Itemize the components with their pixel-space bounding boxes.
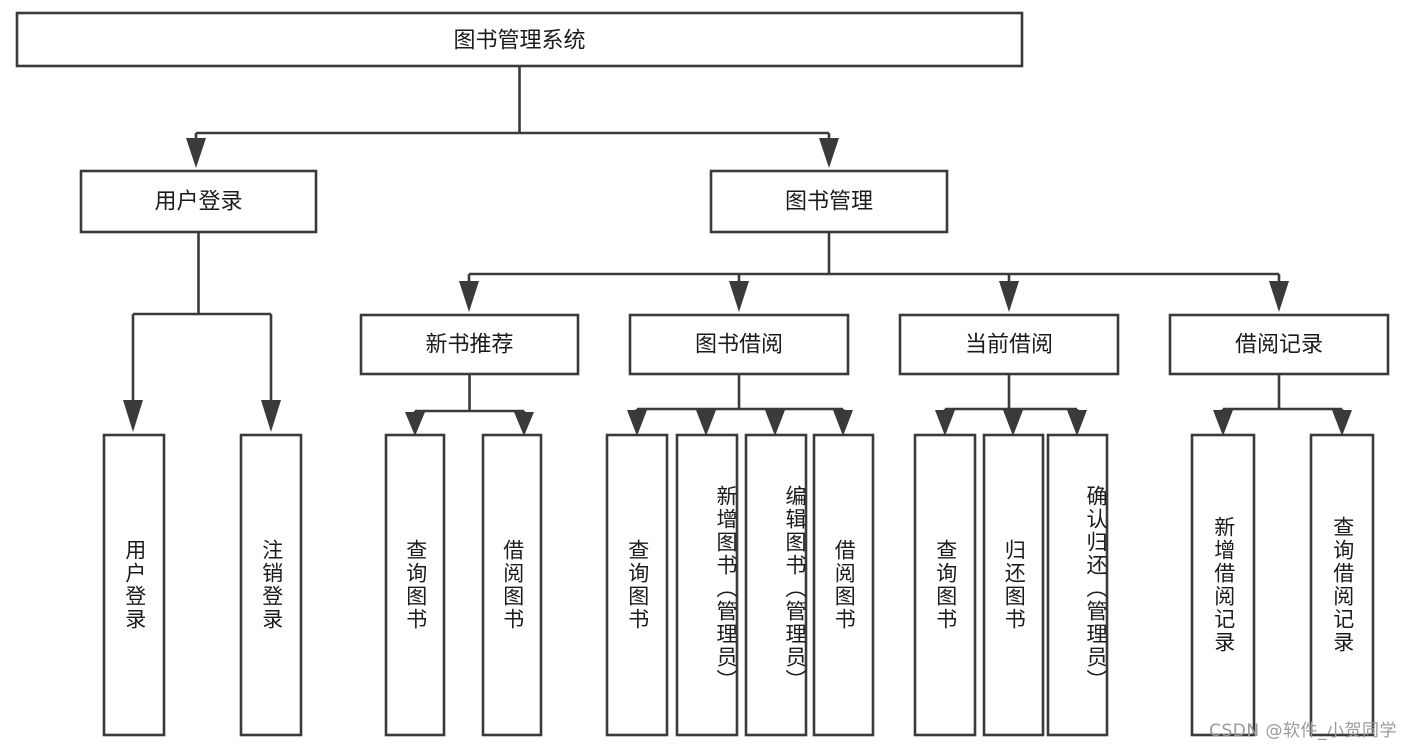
- leaf-box-logout: [239, 433, 303, 737]
- arrow-bookmgmt-c1-icon: [459, 281, 479, 312]
- leaf-box-query-book-1: [384, 433, 446, 737]
- arrow-root-to-login-icon: [186, 138, 206, 168]
- arrow-root-to-bookmgmt-icon: [819, 138, 839, 168]
- node-current-borrow-box: [898, 313, 1120, 376]
- node-current-borrow: 当前借阅: [898, 313, 1120, 376]
- arrow-current-c2-icon: [1003, 410, 1023, 436]
- node-user-login: 用户登录: [79, 169, 318, 234]
- leaf-box-add-record: [1190, 433, 1256, 737]
- node-borrow-record-box: [1168, 313, 1390, 376]
- watermark-text: CSDN @软件_小贺同学: [1209, 721, 1397, 741]
- node-new-book-recommend: 新书推荐: [359, 313, 580, 376]
- node-book-borrow-box: [628, 313, 850, 376]
- leaf-box-return-book: [982, 433, 1045, 737]
- node-book-borrow: 图书借阅: [628, 313, 850, 376]
- leaf-box-edit-book: [744, 433, 808, 737]
- node-book-management-box: [709, 169, 949, 234]
- arrow-record-c1-icon: [1213, 410, 1233, 436]
- leaf-box-add-book: [675, 433, 739, 737]
- leaf-box-borrow-book-2: [812, 433, 875, 737]
- node-user-login-label: 用户登录: [154, 190, 242, 215]
- node-book-borrow-label: 图书借阅: [695, 333, 783, 358]
- leaf-box-borrow-book-1: [481, 433, 543, 737]
- leaf-box-query-record: [1309, 433, 1375, 737]
- arrow-borrow-c1-icon: [627, 410, 647, 436]
- node-book-management-label: 图书管理: [785, 190, 873, 215]
- node-borrow-record-label: 借阅记录: [1235, 333, 1323, 358]
- arrow-newbook-c2-icon: [514, 412, 534, 436]
- arrow-borrow-c2-icon: [696, 410, 716, 436]
- node-root: 图书管理系统: [15, 11, 1024, 68]
- arrow-record-c2-icon: [1332, 410, 1352, 436]
- node-root-box: [15, 11, 1024, 68]
- arrow-bookmgmt-c2-icon: [729, 281, 749, 312]
- arrow-borrow-c3-icon: [765, 410, 785, 436]
- arrow-borrow-c4-icon: [833, 410, 853, 436]
- arrow-current-c3-icon: [1067, 410, 1087, 436]
- node-current-borrow-label: 当前借阅: [965, 333, 1053, 358]
- leaf-box-user-login: [102, 433, 166, 737]
- node-book-management: 图书管理: [709, 169, 949, 234]
- arrow-login-right-icon: [261, 400, 281, 432]
- arrow-bookmgmt-c4-icon: [1269, 281, 1289, 312]
- leaf-box-query-book-3: [913, 433, 977, 737]
- leaf-box-query-book-2: [605, 433, 669, 737]
- node-borrow-record: 借阅记录: [1168, 313, 1390, 376]
- node-new-book-recommend-box: [359, 313, 580, 376]
- arrow-current-c1-icon: [935, 410, 955, 436]
- arrow-login-left-icon: [123, 400, 143, 432]
- leaf-box-confirm-return: [1046, 433, 1109, 737]
- arrow-newbook-c1-icon: [405, 412, 425, 436]
- arrow-bookmgmt-c3-icon: [999, 281, 1019, 312]
- node-new-book-recommend-label: 新书推荐: [425, 333, 513, 358]
- node-root-label: 图书管理系统: [453, 29, 585, 54]
